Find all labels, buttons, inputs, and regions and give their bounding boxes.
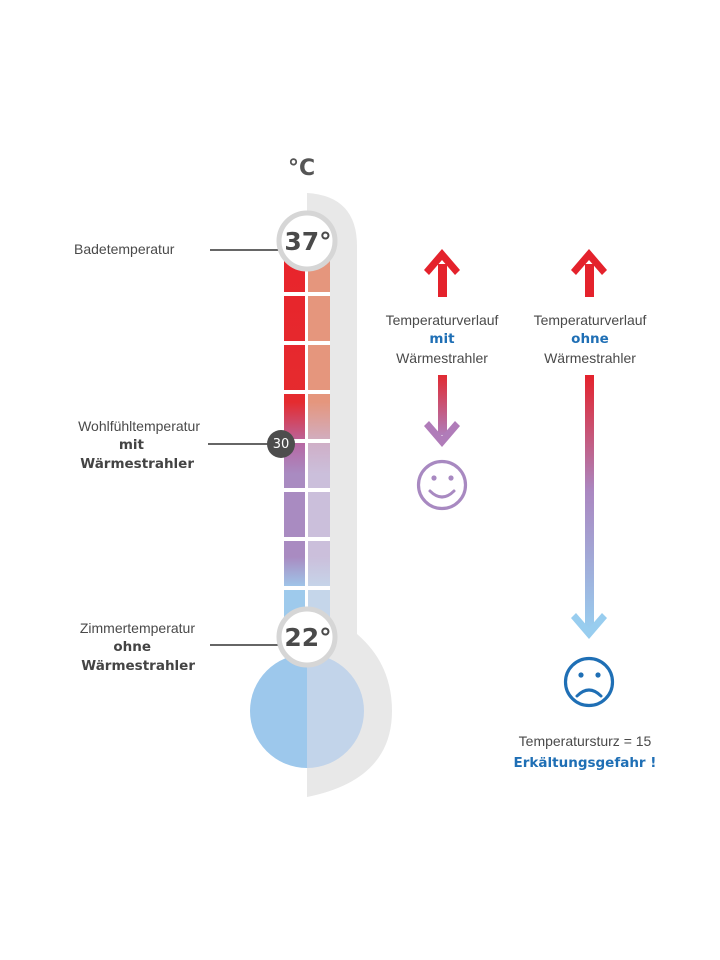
arrow-up-without: [571, 249, 607, 297]
without-line3: Wärmestrahler: [544, 350, 636, 366]
room-line3: Wärmestrahler: [81, 658, 195, 674]
bottom-temperature: 22°: [284, 622, 332, 652]
marker-30-circle: [267, 430, 295, 458]
bulb-right: [307, 654, 364, 768]
comfort-line1: Wohlfühltemperatur: [78, 418, 200, 434]
column-with-heater-caption: Temperaturverlauf mit Wärmestrahler: [362, 311, 522, 368]
unit-label: °C: [288, 156, 316, 181]
stem-left: [284, 258, 307, 618]
comfort-temperature-label: Wohlfühltemperatur mit Wärmestrahler: [40, 417, 200, 474]
column-without-heater-caption: Temperaturverlauf ohne Wärmestrahler: [510, 311, 670, 368]
circle-22: [276, 606, 338, 668]
sad-face-icon: [563, 656, 615, 708]
room-line2: ohne: [113, 639, 151, 655]
circle-37: [276, 210, 338, 272]
comfort-marker-value: 30: [272, 436, 290, 452]
arrow-up-with: [424, 249, 460, 297]
top-temperature: 37°: [284, 226, 332, 256]
room-temperature-label: Zimmertemperatur ohne Wärmestrahler: [40, 619, 195, 676]
comfort-line3: Wärmestrahler: [80, 456, 194, 472]
with-line1: Temperaturverlauf: [385, 312, 499, 328]
bath-temperature-label: Badetemperatur: [74, 241, 175, 257]
bulb-left: [250, 654, 307, 768]
with-line3: Wärmestrahler: [396, 350, 488, 366]
cold-risk-warning: Erkältungsgefahr !: [513, 755, 657, 771]
stem-right: [307, 258, 330, 618]
comfort-line2: mit: [118, 437, 144, 453]
without-line1: Temperaturverlauf: [533, 312, 647, 328]
room-line1: Zimmertemperatur: [79, 620, 195, 636]
stem-separators: [284, 258, 330, 618]
with-line2: mit: [429, 331, 455, 347]
temperature-drop-text: Temperatursturz = 15: [518, 733, 652, 749]
without-line2: ohne: [571, 331, 609, 347]
arrow-down-with: [424, 375, 460, 447]
smiley-icon: [416, 459, 468, 511]
arrow-down-without: [571, 375, 607, 639]
